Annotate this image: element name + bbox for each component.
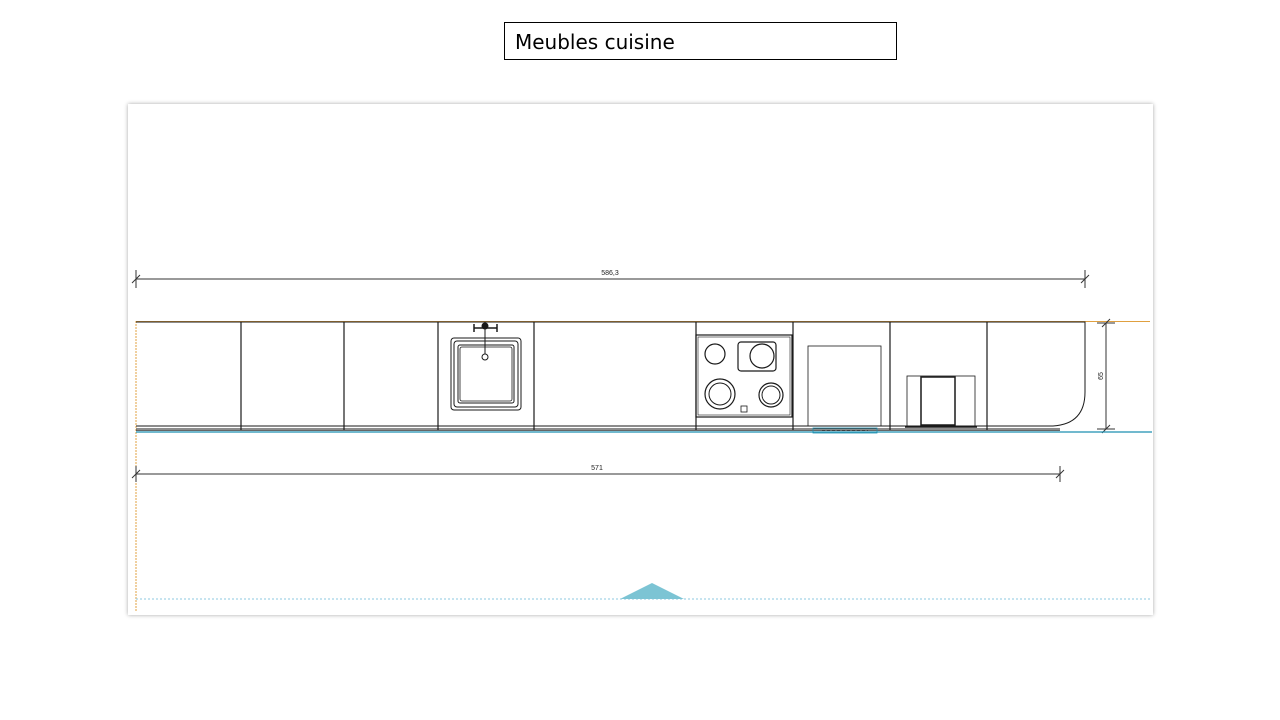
burner-bottom-right: [758, 382, 784, 408]
height-dimension: 65: [1097, 318, 1115, 434]
top-dimension-label: 586,3: [601, 270, 619, 277]
appliance-panel: [807, 345, 882, 427]
countertop-outline: [136, 321, 1086, 427]
faucet-icon: [473, 322, 498, 332]
viewpoint-marker: [620, 583, 684, 599]
sink: [450, 327, 522, 411]
height-dimension-label: 65: [1098, 372, 1105, 380]
burner-top-left: [704, 343, 726, 365]
burner-bottom-left: [704, 378, 736, 410]
trash-bin: [905, 375, 977, 428]
burner-top-right: [749, 343, 775, 369]
kitchen-elevation-drawing: 586,3 571 65: [128, 104, 1153, 615]
cabinet-dividers: [240, 322, 988, 430]
bottom-dimension-label: 571: [591, 465, 603, 472]
bottom-dimension: 571: [131, 465, 1065, 482]
cooktop: [695, 334, 793, 418]
appliance-vent: [812, 427, 878, 434]
top-dimension: 586,3: [131, 270, 1090, 288]
slide-title: Meubles cuisine: [504, 22, 897, 60]
elevation-svg: 586,3 571 65: [131, 270, 1152, 612]
